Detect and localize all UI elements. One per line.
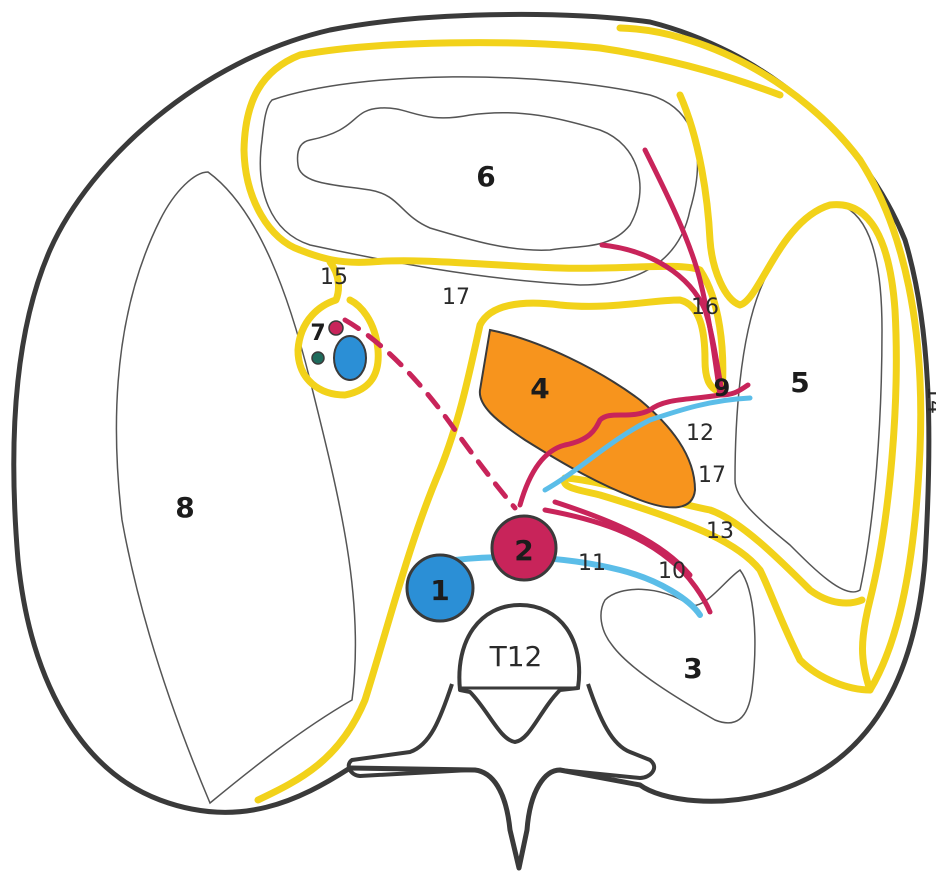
label-splenorenal-ligament: 13 (706, 519, 734, 544)
label-vertebra: T12 (489, 640, 543, 673)
label-lesser-sac-lower: 17 (698, 463, 726, 488)
label-splenic-hilum: 9 (714, 374, 731, 402)
body-outline (14, 14, 929, 868)
label-foramen: 15 (320, 265, 348, 290)
bile-duct-dot (312, 352, 324, 364)
label-liver: 8 (175, 491, 194, 524)
label-peritoneum-right: 14 (922, 386, 936, 414)
label-pancreas: 4 (530, 372, 549, 405)
label-aorta: 2 (514, 534, 533, 567)
label-spleen: 5 (790, 366, 809, 399)
gastrosplenic-artery-1 (645, 150, 720, 395)
label-renal-vessels: 10 (658, 559, 686, 584)
label-gastrosplenic-vessels: 16 (691, 295, 719, 320)
hepatic-artery-dot (329, 321, 343, 335)
label-left-renal-vein: 11 (578, 551, 606, 576)
label-left-kidney: 3 (683, 652, 702, 685)
label-splenic-vein: 12 (686, 421, 714, 446)
label-stomach: 6 (476, 160, 495, 193)
label-ivc: 1 (430, 574, 449, 607)
portal-vein (334, 336, 366, 380)
label-portal-triad: 7 (310, 321, 325, 346)
stomach-lumen (298, 108, 641, 250)
vertebra-t12 (459, 605, 579, 742)
label-lesser-sac-upper: 17 (442, 285, 470, 310)
